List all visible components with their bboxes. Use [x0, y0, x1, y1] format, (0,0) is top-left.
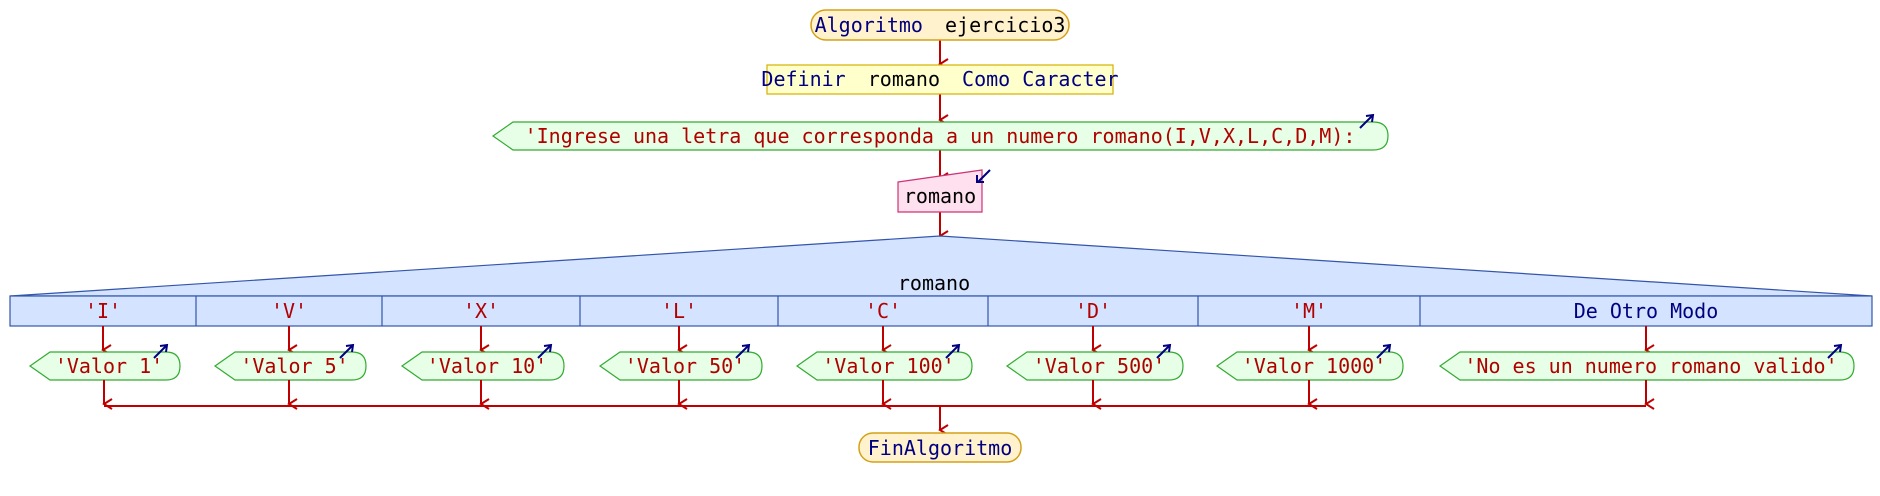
svg-text:Algoritmo ejercicio3: Algoritmo ejercicio3	[815, 13, 1066, 37]
prompt-output[interactable]: 'Ingrese una letra que corresponda a un …	[491, 113, 1389, 151]
case-branch[interactable]: 'Valor 5'	[213, 326, 367, 410]
case-label: 'M'	[1291, 299, 1327, 323]
output-shape	[795, 351, 973, 381]
case-branch[interactable]: 'Valor 500'	[1005, 326, 1184, 410]
output-arrow-icon	[945, 343, 961, 359]
case-output-text: 'Valor 5'	[240, 354, 348, 378]
case-label: 'C'	[865, 299, 901, 323]
output-arrow-icon	[735, 343, 751, 359]
output-shape	[1215, 351, 1404, 381]
case-label: 'V'	[271, 299, 307, 323]
switch-variable: romano	[898, 271, 970, 295]
define-variable: romano	[868, 67, 940, 91]
read-variable: romano	[904, 184, 976, 208]
case-output-text: 'No es un numero romano valido'	[1464, 354, 1837, 378]
output-arrow-icon	[153, 343, 169, 359]
algorithm-name: ejercicio3	[945, 13, 1065, 37]
case-branch[interactable]: 'Valor 10'	[400, 326, 565, 410]
prompt-text: 'Ingrese una letra que corresponda a un …	[525, 124, 1356, 148]
read-input[interactable]: romano	[897, 169, 991, 213]
output-arrow-icon	[1827, 343, 1843, 359]
case-output-text: 'Valor 500'	[1033, 354, 1165, 378]
start-terminal[interactable]: Algoritmo ejercicio3	[810, 9, 1070, 41]
output-shape	[213, 351, 367, 381]
svg-text:Definir romano Com: Definir romano Como Caracter	[761, 67, 1118, 91]
output-shape	[1438, 351, 1855, 381]
case-branch[interactable]: 'Valor 100'	[795, 326, 973, 410]
case-branch[interactable]: 'Valor 1000'	[1215, 326, 1404, 410]
define-keyword: Definir	[761, 67, 845, 91]
switch-block[interactable]: romano 'I' 'V' 'X' 'L' 'C' 'D' 'M' De Otro Modo	[9, 235, 1873, 327]
output-shape	[1005, 351, 1184, 381]
case-branch[interactable]: 'Valor 50'	[598, 326, 763, 410]
case-output-text: 'Valor 100'	[822, 354, 954, 378]
case-branch[interactable]: 'Valor 1'	[28, 326, 181, 410]
case-label: 'X'	[463, 299, 499, 323]
case-output-text: 'Valor 1'	[55, 354, 163, 378]
input-arrow-icon	[976, 169, 991, 183]
case-output-text: 'Valor 10'	[427, 354, 547, 378]
output-shape	[28, 351, 181, 381]
output-arrow-icon	[1359, 113, 1375, 129]
end-keyword: FinAlgoritmo	[868, 436, 1013, 460]
output-arrow-icon	[537, 343, 553, 359]
output-shape	[598, 351, 763, 381]
define-type: Como Caracter	[962, 67, 1119, 91]
end-terminal[interactable]: FinAlgoritmo	[858, 432, 1022, 463]
case-output-text: 'Valor 1000'	[1242, 354, 1387, 378]
define-process[interactable]: Definir romano Como Caracter	[761, 64, 1119, 95]
main-connectors	[104, 40, 1646, 436]
output-shape	[400, 351, 565, 381]
output-arrow-icon	[339, 343, 355, 359]
case-label: 'I'	[85, 299, 121, 323]
default-branch[interactable]: 'No es un numero romano valido'	[1438, 326, 1855, 410]
start-keyword: Algoritmo	[815, 13, 923, 37]
case-label: 'D'	[1075, 299, 1111, 323]
output-arrow-icon	[1156, 343, 1172, 359]
case-label: 'L'	[661, 299, 697, 323]
case-output-text: 'Valor 50'	[625, 354, 745, 378]
default-case-label: De Otro Modo	[1574, 299, 1719, 323]
output-arrow-icon	[1376, 343, 1392, 359]
